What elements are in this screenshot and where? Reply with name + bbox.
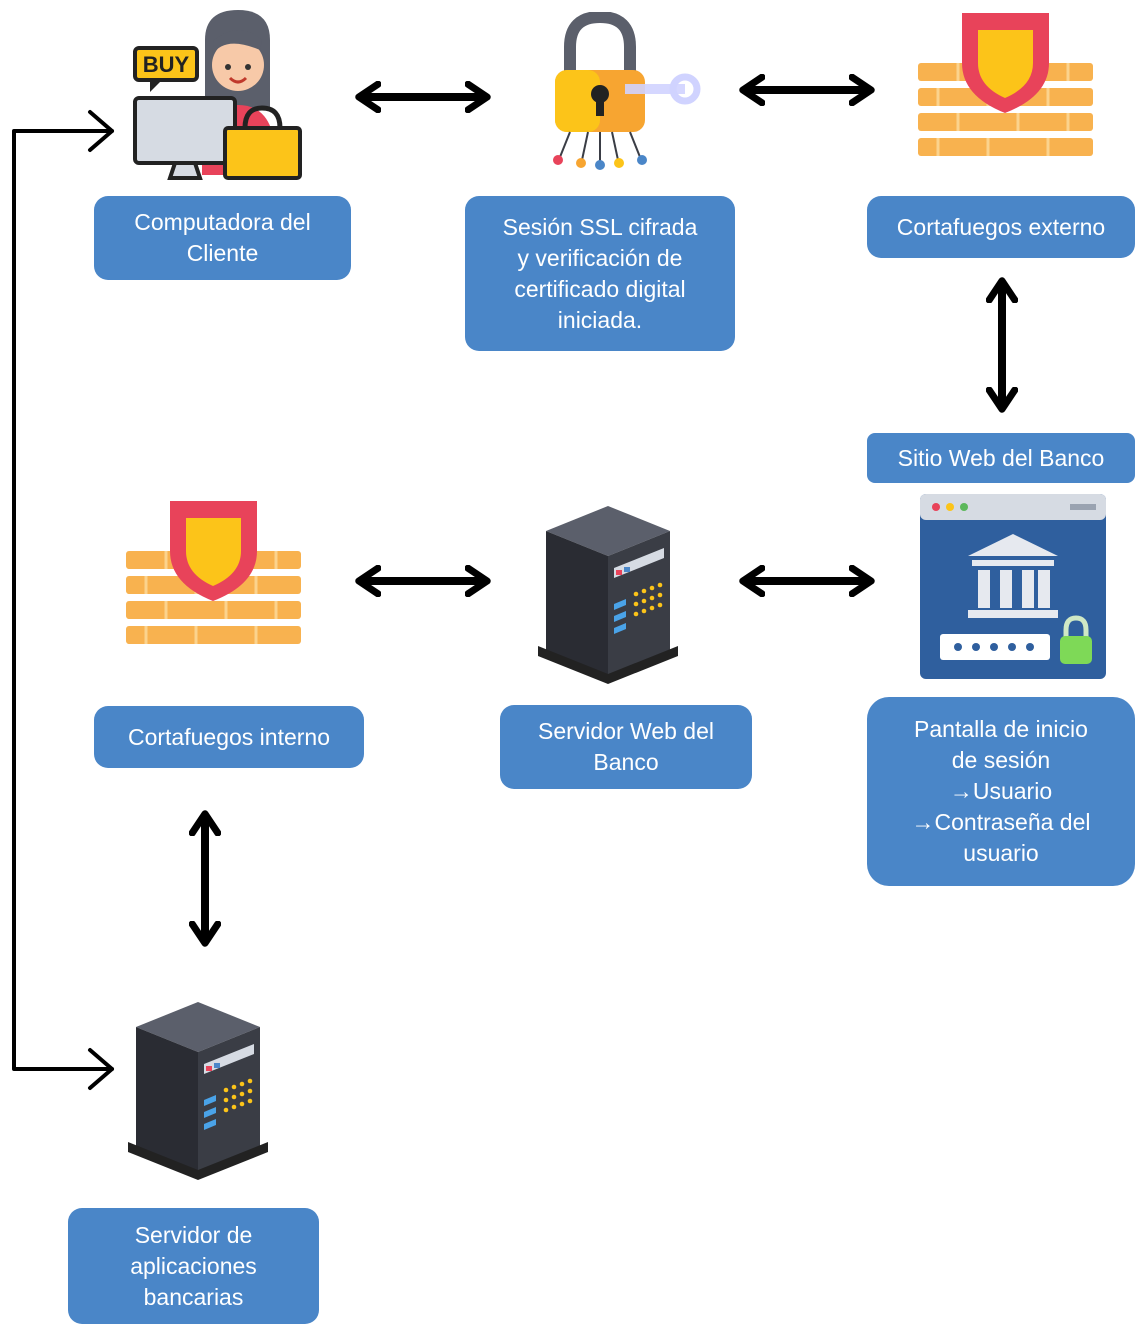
- online-shopper-icon: BUY: [133, 10, 302, 180]
- padlock-key-icon: [553, 12, 701, 170]
- firewall-shield-icon: [126, 501, 301, 644]
- internal-firewall-label: Cortafuegos interno: [94, 706, 364, 768]
- external-firewall-label: Cortafuegos externo: [867, 196, 1135, 258]
- bank-website-label: Sitio Web del Banco: [867, 433, 1135, 483]
- buy-badge-text: BUY: [143, 52, 190, 77]
- login-screen-label: Pantalla de inicio de sesión →Usuario →C…: [867, 697, 1135, 886]
- client-computer-label: Computadora del Cliente: [94, 196, 351, 280]
- firewall-shield-icon: [918, 13, 1093, 156]
- ssl-session-label: Sesión SSL cifrada y verificación de cer…: [465, 196, 735, 351]
- server-icon: [128, 1002, 268, 1180]
- bank-login-window-icon: [920, 494, 1106, 679]
- bank-web-server-label: Servidor Web del Banco: [500, 705, 752, 789]
- server-icon: [538, 506, 678, 684]
- arrow-appserver-client-loop: [12, 110, 114, 1090]
- app-server-label: Servidor de aplicaciones bancarias: [68, 1208, 319, 1324]
